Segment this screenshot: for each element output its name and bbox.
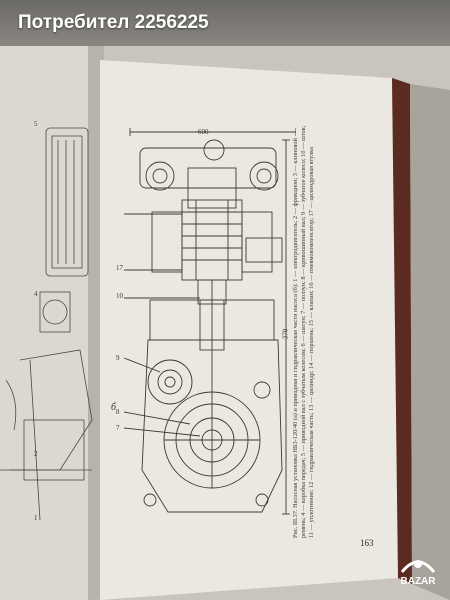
bazar-watermark: BAZAR bbox=[392, 550, 444, 594]
right-page bbox=[100, 60, 398, 600]
book-cover-edge bbox=[392, 78, 412, 584]
header-title: Потребител 2256225 bbox=[18, 12, 209, 33]
left-label-2: 2 bbox=[34, 450, 38, 458]
left-label-4: 4 bbox=[34, 290, 38, 298]
figure-label: б bbox=[111, 402, 117, 413]
user-header-bar: Потребител 2256225 bbox=[0, 0, 450, 46]
dimension-side-label: 370 bbox=[281, 328, 290, 340]
figure-caption: Рис. III.37. Насосная установка НБ3-120/… bbox=[292, 125, 316, 538]
watermark-text: BAZAR bbox=[400, 576, 436, 587]
technical-drawing bbox=[123, 128, 297, 515]
svg-text:7: 7 bbox=[116, 424, 120, 432]
svg-text:17: 17 bbox=[116, 264, 124, 272]
left-label-5: 5 bbox=[34, 120, 38, 128]
page-number: 163 bbox=[360, 538, 374, 548]
svg-text:10: 10 bbox=[116, 292, 124, 300]
parts-of-drawing: 17 10 9 8 7 bbox=[116, 264, 124, 432]
left-page-drawing bbox=[0, 127, 93, 521]
left-label-1: 1 bbox=[34, 514, 38, 522]
svg-text:9: 9 bbox=[116, 354, 120, 362]
dimension-top-label: 600 bbox=[198, 128, 209, 136]
svg-text:8: 8 bbox=[116, 408, 120, 416]
bazar-logo-icon bbox=[400, 560, 436, 573]
